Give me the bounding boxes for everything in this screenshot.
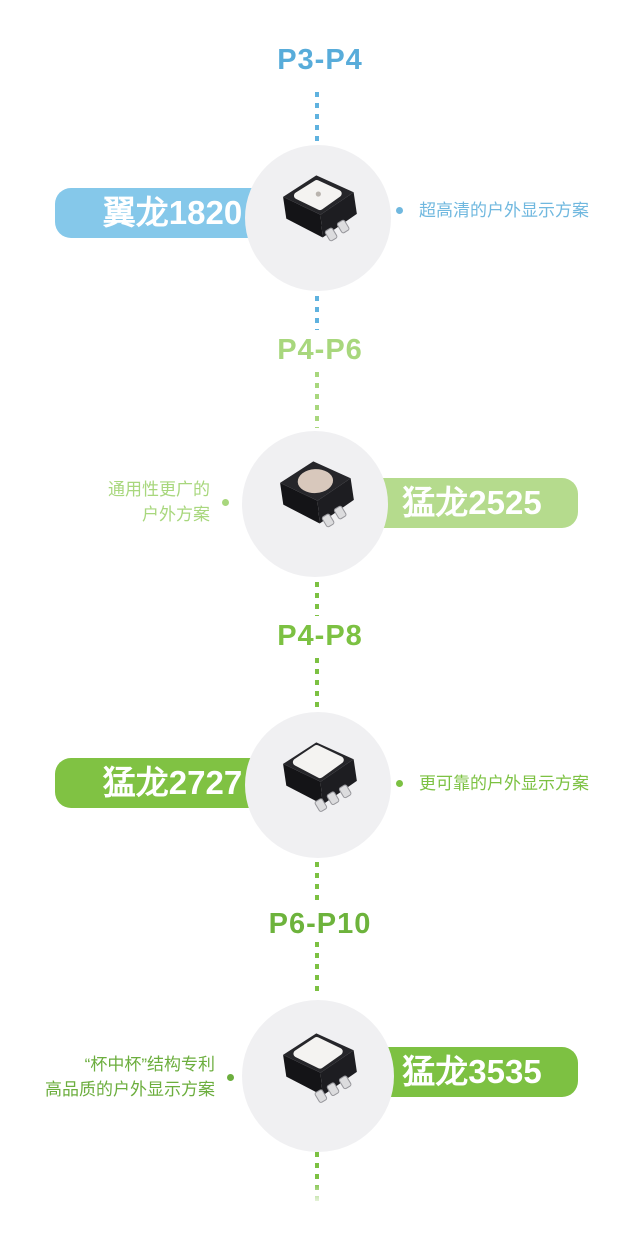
description-line: “杯中杯”结构专利 (84, 1055, 215, 1074)
led-chip-image (283, 742, 357, 812)
bullet-dot (227, 1073, 234, 1081)
description-line: 高品质的户外显示方案 (45, 1080, 215, 1099)
led-chip-image (283, 1033, 357, 1103)
description-text: “杯中杯”结构专利 高品质的户外显示方案 (30, 1052, 215, 1102)
range-title-p4-p6: P4-P6 (277, 334, 363, 366)
bullet-dot (222, 498, 229, 506)
description-text: 超高清的户外显示方案 (419, 201, 589, 220)
dotted-connector (315, 296, 319, 330)
range-title-p3-p4: P3-P4 (277, 44, 363, 76)
product-description: 通用性更广的 户外方案 (30, 477, 229, 527)
led-chip-image (283, 175, 357, 242)
product-photo-circle (242, 1000, 394, 1152)
product-photo-circle (242, 431, 388, 577)
product-name: 猛龙2525 (402, 484, 542, 521)
bullet-dot (396, 780, 403, 787)
product-name: 翼龙1820 (102, 194, 243, 231)
range-title-p6-p10: P6-P10 (268, 908, 372, 940)
description-line: 通用性更广的 (108, 480, 210, 499)
dotted-connector (315, 582, 319, 616)
description-text: 更可靠的户外显示方案 (419, 774, 589, 793)
description-text: 通用性更广的 户外方案 (30, 477, 210, 527)
dotted-connector (315, 658, 319, 710)
bullet-dot (396, 207, 403, 214)
dotted-connector (315, 862, 319, 906)
dotted-connector (315, 92, 319, 148)
led-chip-image (280, 461, 354, 528)
range-title-p4-p8: P4-P8 (277, 620, 363, 652)
dotted-connector (315, 372, 319, 428)
product-label-menglong2525: 猛龙2525 (352, 478, 578, 528)
dotted-connector (315, 942, 319, 996)
description-line: 户外方案 (142, 505, 210, 524)
product-description: “杯中杯”结构专利 高品质的户外显示方案 (30, 1052, 234, 1102)
product-photo-circle (245, 712, 391, 858)
product-photo-circle (245, 145, 391, 291)
dotted-connector (315, 1152, 319, 1206)
product-description: 更可靠的户外显示方案 (396, 771, 626, 796)
product-name: 猛龙3535 (402, 1053, 542, 1090)
product-description: 超高清的户外显示方案 (396, 198, 626, 223)
product-name: 猛龙2727 (102, 764, 243, 801)
